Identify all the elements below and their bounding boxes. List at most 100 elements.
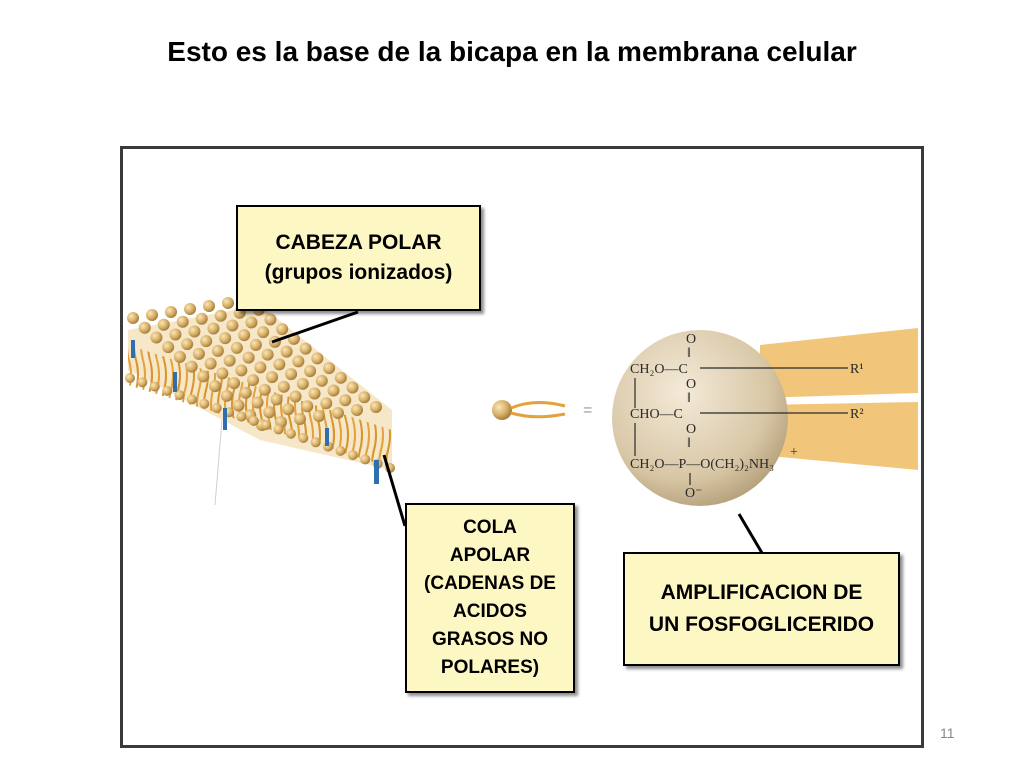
lipid-head [219, 332, 232, 345]
lipid-head [334, 371, 347, 384]
lipid-head [214, 309, 227, 322]
formula-row-1: CH₂O—C [630, 362, 688, 377]
membrane-protein [325, 428, 329, 446]
lipid-head [162, 385, 173, 396]
label-tail-line1: COLA [463, 517, 517, 538]
lipid-head [242, 351, 255, 364]
lipid-head [186, 394, 197, 405]
lipid-head [199, 398, 210, 409]
label-tail-line5: GRASOS NO [431, 629, 549, 650]
lipid-bilayer-illustration [125, 294, 395, 506]
lipid-head [360, 454, 371, 465]
lipid-head [346, 381, 359, 394]
lipid-head [335, 445, 346, 456]
lipid-head [207, 322, 220, 335]
lipid-head [230, 341, 243, 354]
formula-double-bond-2: ‖ [687, 391, 691, 406]
formula-double-bond-1: ‖ [687, 346, 691, 361]
lipid-head [257, 326, 270, 339]
lipid-head [165, 306, 177, 318]
lipid-head [245, 316, 258, 329]
formula-row-3: CH₂O—P—O(CH₂)₂NH₃ [630, 457, 774, 472]
lipid-head [228, 377, 241, 390]
single-phospholipid-icon [492, 400, 566, 420]
label-tail-line3: (CADENAS DE [424, 573, 556, 594]
lipid-head [315, 374, 328, 387]
lipid-head [211, 403, 222, 413]
lipid-head [184, 303, 196, 315]
lipid-head [185, 360, 198, 373]
formula-double-bond-3: ‖ [687, 436, 691, 451]
lipid-head [289, 390, 302, 403]
equals-sign: = [583, 402, 592, 419]
formula-r1: R¹ [850, 362, 864, 377]
lipid-head [261, 420, 272, 431]
lipid-head [162, 341, 175, 354]
pointer-tail [382, 454, 407, 527]
lipid-head [222, 297, 234, 309]
label-tail-line4: ACIDOS [453, 601, 527, 622]
label-apolar-tail: COLA APOLAR (CADENAS DE ACIDOS GRASOS NO… [405, 503, 575, 693]
membrane-protein [173, 372, 177, 392]
label-amplification: AMPLIFICACION DE UN FOSFOGLICERIDO [623, 552, 900, 666]
lipid-head [192, 347, 205, 360]
lipid-head [195, 312, 208, 325]
lipid-head [235, 364, 248, 377]
lipid-head [138, 321, 151, 334]
lipid-head [320, 397, 333, 410]
membrane-protein [131, 340, 135, 358]
lipid-head [296, 377, 309, 390]
lipid-head [351, 404, 363, 416]
lipid-head [223, 354, 236, 367]
lipid-head [308, 387, 321, 400]
lipid-head [249, 338, 262, 351]
lipid-head [239, 386, 252, 399]
lipid-head [310, 437, 321, 448]
slide-title: Esto es la base de la bicapa en la membr… [167, 36, 857, 67]
lipid-head [285, 428, 296, 439]
lipid-head [238, 329, 251, 342]
lipid-head [248, 415, 259, 426]
lipid-head [332, 407, 344, 419]
lipid-head [304, 365, 317, 378]
lipid-head [188, 325, 201, 338]
lipid-head [197, 370, 210, 383]
lipid-head [137, 377, 148, 388]
lipid-head [209, 380, 222, 393]
membrane-protein [223, 408, 227, 430]
lipid-head [176, 315, 189, 328]
lipid-head [232, 399, 245, 412]
lipid-head [358, 391, 371, 404]
lipid-head [200, 335, 213, 348]
lipid-head [299, 342, 312, 355]
lipid-head [181, 338, 194, 351]
slide-number: 11 [940, 725, 955, 741]
label-amplification-line2: UN FOSFOGLICERIDO [648, 613, 875, 636]
lipid-head [251, 396, 264, 409]
lipid-head [216, 367, 229, 380]
lipid-head [149, 381, 160, 392]
lipid-head [146, 309, 158, 321]
formula-o1: O [686, 332, 696, 347]
lipid-head [370, 401, 382, 413]
lipid-head [266, 371, 279, 384]
lipid-head [323, 362, 336, 375]
pointer-head [271, 310, 359, 344]
phosphoglyceride-formula: O ‖ CH₂O—C R¹ O ‖ CHO—C R² O ‖ CH₂O—P—O(… [630, 332, 864, 501]
pointer-amplification [737, 513, 764, 554]
lipid-head [277, 380, 290, 393]
lipid-head [270, 393, 283, 406]
formula-o4: O⁻ [685, 486, 703, 501]
label-polar-head-line1: CABEZA POLAR [275, 231, 442, 254]
lipid-head [254, 361, 267, 374]
lipid-head [311, 352, 324, 365]
lipid-head [282, 403, 295, 416]
lipid-head [264, 313, 277, 326]
lipid-head [157, 318, 170, 331]
lipid-head [220, 389, 233, 402]
fatty-acid-tail-1 [760, 328, 918, 398]
lipid-head [273, 358, 286, 371]
polar-head-sphere [612, 330, 788, 506]
formula-row-2: CHO—C [630, 407, 683, 422]
